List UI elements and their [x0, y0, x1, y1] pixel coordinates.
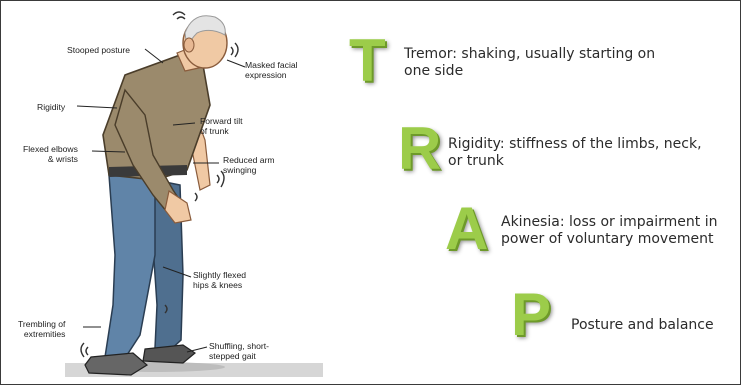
- label-flexed-elbows-wrists: Flexed elbows & wrists: [23, 144, 78, 164]
- tremor-description: Tremor: shaking, usually starting on one…: [404, 46, 655, 80]
- label-reduced-arm-swinging: Reduced arm swinging: [223, 155, 275, 175]
- rigidity-description: Rigidity: stiffness of the limbs, neck, …: [448, 136, 702, 170]
- letter-a: A: [445, 199, 488, 259]
- label-masked-facial-expression: Masked facial expression: [245, 60, 298, 80]
- letter-p: P: [511, 285, 551, 345]
- label-slightly-flexed-hips-knees: Slightly flexed hips & knees: [193, 270, 246, 290]
- posture-description: Posture and balance: [571, 317, 714, 334]
- akinesia-description: Akinesia: loss or impairment in power of…: [501, 214, 717, 248]
- label-stooped-posture: Stooped posture: [67, 45, 130, 55]
- letter-r: R: [398, 119, 441, 179]
- label-rigidity: Rigidity: [37, 102, 65, 112]
- letter-t: T: [349, 31, 386, 91]
- label-forward-tilt-of-trunk: Forward tilt of trunk: [200, 116, 243, 136]
- parkinson-figure-panel: Stooped posture Masked facial expression…: [5, 5, 331, 382]
- label-trembling-of-extremities: Trembling of extremities: [18, 319, 65, 339]
- label-shuffling-gait: Shuffling, short- stepped gait: [209, 341, 269, 361]
